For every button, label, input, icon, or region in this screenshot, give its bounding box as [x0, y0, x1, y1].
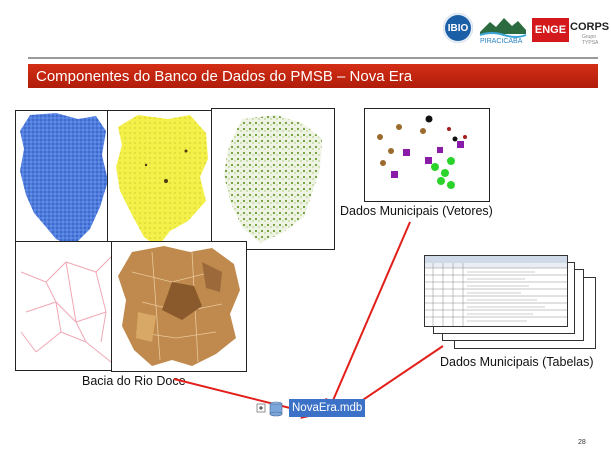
database-icon	[269, 401, 283, 417]
arrow-vectors	[325, 221, 411, 416]
map-blue-basin	[20, 113, 108, 247]
caption-vectors: Dados Municipais (Vetores)	[340, 204, 493, 218]
header-rule	[28, 57, 598, 59]
table-sheet-front	[424, 255, 568, 327]
database-file-name[interactable]: NovaEra.mdb	[289, 399, 366, 417]
page-number: 28	[578, 439, 586, 446]
engecorps-logo: ENGE CORPS Grupo TYPSA	[532, 18, 609, 46]
map-panel-brown	[111, 241, 247, 372]
slide-title: Componentes do Banco de Dados do PMSB – …	[36, 68, 413, 85]
map-green-basin	[224, 115, 322, 243]
title-bar	[28, 64, 598, 88]
map-yellow-basin	[116, 115, 208, 247]
piracicaba-logo-text: PIRACICABA	[480, 38, 523, 45]
engecorps-logo-enge: ENGE	[532, 18, 569, 42]
map-road-network	[20, 256, 112, 363]
engecorps-logo-sub: Grupo TYPSA	[582, 34, 599, 46]
map-panel-yellow	[107, 110, 215, 250]
caption-tables: Dados Municipais (Tabelas)	[440, 355, 594, 369]
database-tree-node[interactable]	[256, 399, 286, 417]
caption-basin: Bacia do Rio Doce	[82, 374, 186, 388]
map-brown-basin	[118, 246, 240, 366]
ibio-logo-text: IBIO	[447, 22, 469, 34]
map-panel-blue	[15, 110, 111, 250]
engecorps-logo-corps: CORPS	[570, 21, 610, 33]
table-grid	[425, 256, 567, 326]
ibio-logo: IBIO	[443, 13, 473, 43]
vector-map-panel	[364, 108, 490, 202]
map-panel-network	[15, 241, 117, 371]
vector-symbols	[377, 115, 467, 189]
piracicaba-logo: PIRACICABA	[479, 18, 527, 45]
map-panel-green	[211, 108, 335, 250]
